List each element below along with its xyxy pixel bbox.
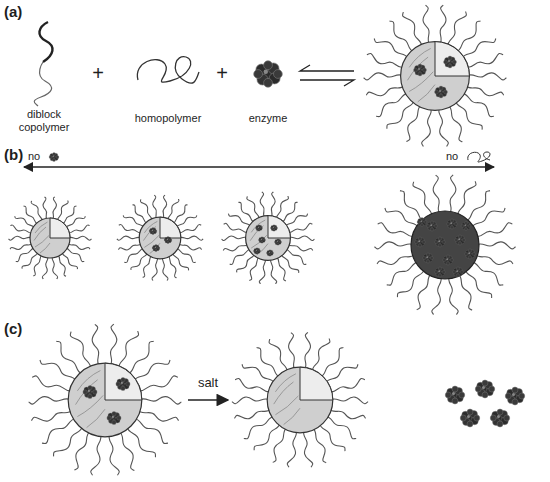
homopolymer-symbol (468, 152, 490, 162)
enzyme-symbol (83, 385, 97, 398)
micelle (117, 195, 203, 281)
corona-chains (232, 332, 368, 468)
enzyme-symbol (266, 250, 273, 257)
micelle-core (246, 216, 291, 261)
enzyme-symbol (274, 239, 281, 246)
reverse-arrow (300, 65, 354, 71)
equilibrium-arrows (300, 65, 354, 86)
axis-end-note: no (28, 150, 40, 163)
enzyme-symbol (253, 248, 260, 255)
micelle-core (68, 363, 142, 437)
panel-letter: (c) (4, 320, 22, 337)
corona-chains (364, 5, 507, 147)
component-caption: diblock copolymer (12, 108, 76, 133)
released-enzyme (475, 380, 495, 398)
micelle (232, 332, 368, 468)
corona-chains (9, 197, 92, 280)
corona-chains (222, 192, 315, 285)
axis-end-note: no (446, 150, 458, 163)
component-caption: enzyme (249, 112, 288, 125)
micelle (29, 324, 182, 476)
diblock-copolymer-chain (34, 22, 52, 106)
micelle (222, 192, 315, 285)
micelle (374, 175, 515, 316)
enzyme-symbol (149, 227, 157, 234)
released-enzyme (505, 387, 525, 405)
enzyme-filled-core (411, 211, 479, 279)
enzyme-symbol (435, 86, 448, 98)
enzyme-symbol (254, 61, 283, 87)
plus-sign: + (92, 62, 104, 85)
composition-axis (24, 166, 494, 167)
enzyme-symbol (164, 236, 172, 243)
copolymer-block (39, 22, 52, 62)
component-caption: homopolymer (135, 112, 202, 125)
micelle (364, 5, 507, 147)
micelle-core (401, 42, 470, 111)
corona-chains (374, 175, 515, 316)
corona-chains (29, 324, 182, 476)
enzyme-cluster (415, 217, 476, 277)
micelle-core (30, 218, 70, 258)
enzyme-symbol (116, 377, 130, 390)
enzyme-symbol (444, 56, 457, 68)
released-enzyme (460, 409, 480, 427)
enzyme-symbol (107, 411, 121, 424)
plus-sign: + (216, 62, 228, 85)
homopolymer-chain (137, 57, 199, 84)
released-enzyme (490, 409, 510, 427)
forward-arrow (300, 80, 354, 86)
panel-letter: (b) (4, 146, 23, 163)
enzyme-symbol (152, 244, 160, 251)
enzyme-symbol (414, 64, 427, 76)
copolymer-block (34, 62, 51, 106)
enzyme-symbol (258, 237, 265, 244)
arrow-label: salt (198, 376, 218, 391)
released-enzyme (445, 386, 465, 404)
process-arrow (188, 399, 228, 401)
micelle-core (267, 367, 333, 433)
enzyme-symbol (255, 225, 262, 232)
enzyme-symbol (49, 152, 59, 161)
enzyme-symbol (270, 225, 277, 232)
micelle (9, 197, 92, 280)
corona-chains (117, 195, 203, 281)
panel-letter: (a) (4, 3, 22, 20)
micelle-core (139, 217, 181, 259)
